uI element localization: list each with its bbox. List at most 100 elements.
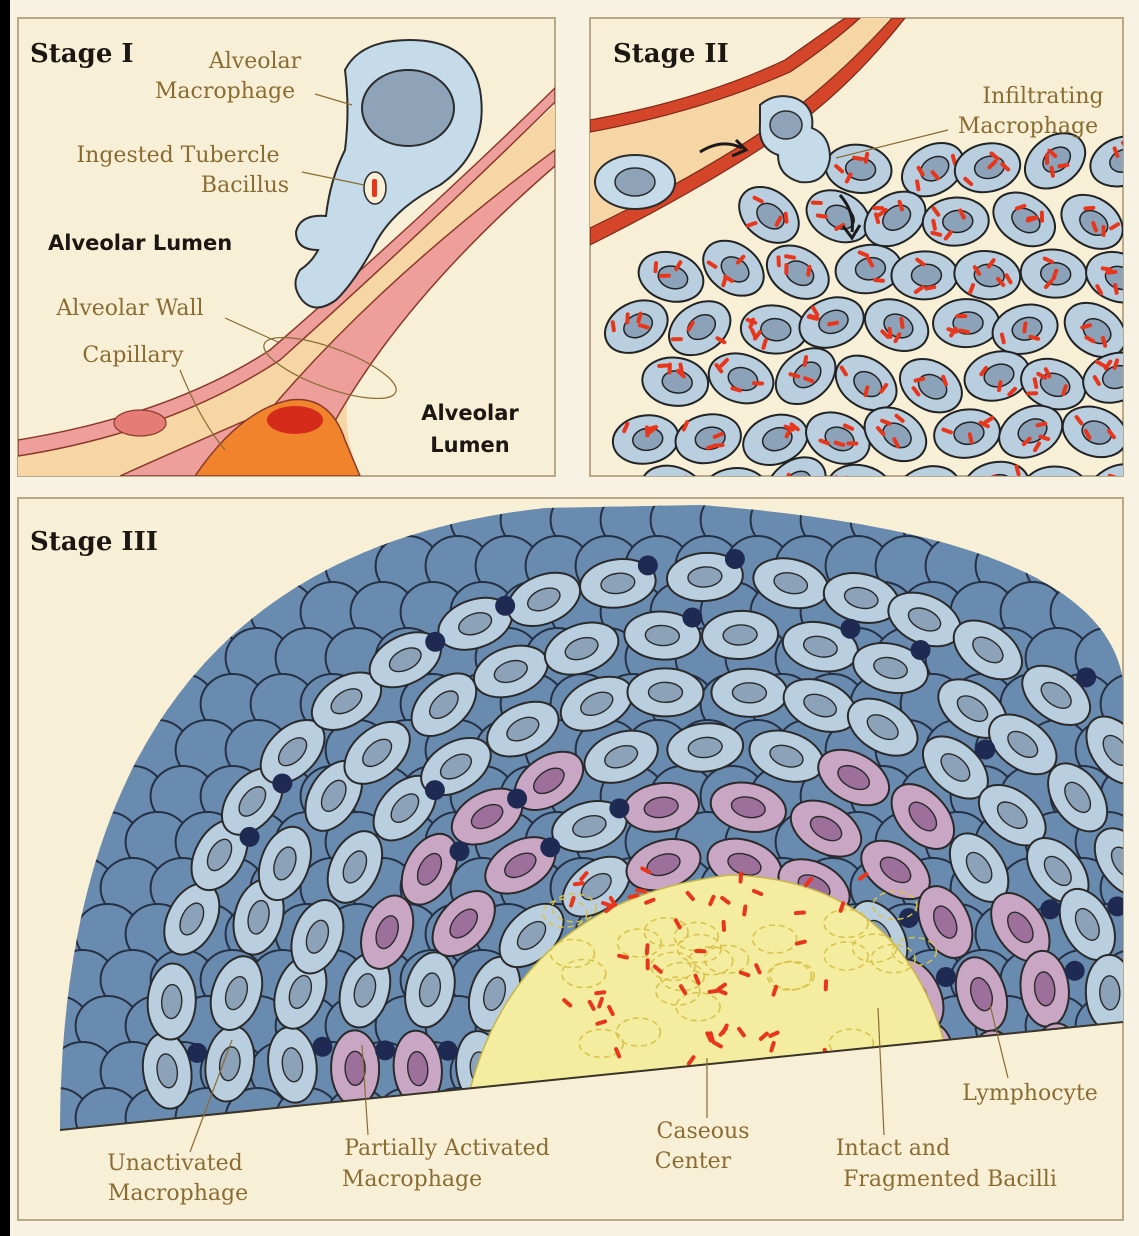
- lymphocyte: [911, 640, 931, 660]
- tubercle-bacillus: [372, 179, 377, 197]
- bacillus: [653, 261, 658, 273]
- stage-3-title: Stage III: [30, 527, 158, 557]
- lymphocyte: [1107, 896, 1127, 916]
- lymphocyte: [187, 1043, 207, 1063]
- bacillus: [1126, 163, 1137, 175]
- ingested-bacillus-label-line2: Bacillus: [201, 173, 289, 198]
- lymphocyte-label: Lymphocyte: [962, 1081, 1098, 1106]
- lymphocyte: [507, 789, 527, 809]
- bacillus: [769, 478, 780, 490]
- bacillus: [731, 483, 736, 495]
- bacillus: [794, 910, 806, 915]
- bacilli-label-line1: Intact and: [836, 1136, 950, 1161]
- left-border: [0, 0, 10, 1236]
- lymphocyte: [450, 841, 470, 861]
- lymphocyte: [840, 619, 860, 639]
- bacillus: [1040, 211, 1044, 223]
- lymphocyte: [936, 967, 956, 987]
- bacillus: [1026, 391, 1038, 395]
- bacillus: [792, 479, 803, 491]
- bacillus: [843, 489, 856, 498]
- capillary-label: Capillary: [82, 343, 184, 368]
- partially-activated-label-line1: Partially Activated: [344, 1136, 550, 1161]
- bacillus: [810, 490, 823, 497]
- caseous-center-label-line1: Caseous: [657, 1119, 750, 1144]
- infiltrating-macrophage-label-line2: Macrophage: [958, 114, 1098, 139]
- bacillus: [1045, 153, 1049, 165]
- stage-1-panel: Stage I Alveolar Macrophage Ingested Tub…: [18, 18, 555, 476]
- bacillus: [721, 920, 726, 932]
- partially-activated-label-line2: Macrophage: [342, 1167, 482, 1192]
- macrophage-nucleus: [648, 682, 682, 702]
- bacillus: [1130, 275, 1135, 287]
- bacillus: [1130, 498, 1139, 508]
- lymphocyte: [1040, 899, 1060, 919]
- bacillus: [982, 483, 995, 491]
- unactivated-macrophage-label-line1: Unactivated: [107, 1151, 243, 1176]
- lymphocyte: [438, 1041, 458, 1061]
- bacillus: [1102, 225, 1106, 237]
- lymphocyte: [1076, 667, 1096, 687]
- lymphocyte: [725, 549, 745, 569]
- lymphocyte: [609, 798, 629, 818]
- bacillus: [694, 949, 706, 954]
- alveolar-macrophage-label-line1: Alveolar: [208, 49, 302, 74]
- red-blood-cell: [267, 406, 323, 434]
- bacillus: [738, 871, 743, 883]
- bacillus: [646, 958, 650, 970]
- lymphocyte: [495, 596, 515, 616]
- bacillus: [712, 443, 724, 448]
- lymphocyte: [682, 608, 702, 628]
- alveolar-lumen-label-bottom-line1: Alveolar: [421, 401, 519, 425]
- unactivated-macrophage-label-line2: Macrophage: [108, 1181, 248, 1206]
- circulating-macrophage-nucleus: [615, 168, 655, 196]
- bacillus: [752, 381, 764, 385]
- lymphocyte: [312, 1037, 332, 1057]
- alveolar-lumen-label-bottom-line2: Lumen: [430, 433, 509, 457]
- bacillus: [1133, 173, 1139, 180]
- bacillus: [717, 486, 729, 496]
- bacillus: [811, 201, 823, 206]
- caseous-center-label-line2: Center: [655, 1149, 732, 1174]
- lymphocyte: [375, 1040, 395, 1060]
- lymphocyte: [638, 555, 658, 575]
- alveolar-wall-label: Alveolar Wall: [55, 296, 203, 321]
- alveolar-lumen-label-top: Alveolar Lumen: [48, 231, 232, 255]
- bacillus: [776, 255, 781, 267]
- bacillus: [784, 263, 788, 275]
- bacillus: [1101, 476, 1108, 489]
- endothelial-nucleus: [114, 410, 166, 436]
- bacillus: [846, 442, 858, 446]
- bacillus: [824, 979, 829, 991]
- lymphocyte: [272, 773, 292, 793]
- bacillus: [671, 337, 683, 341]
- bacillus: [657, 363, 669, 368]
- lymphocyte: [425, 632, 445, 652]
- stage-2-panel: Stage II Infiltrating Macrophage: [590, 18, 1139, 528]
- macrophage-nucleus: [1099, 976, 1120, 1010]
- infiltrating-macrophage-label-line1: Infiltrating: [982, 84, 1103, 109]
- bacillus: [955, 314, 967, 318]
- infected-macrophage-nucleus: [911, 264, 941, 287]
- ingested-bacillus-label-line1: Ingested Tubercle: [76, 143, 279, 168]
- lymphocyte: [540, 837, 560, 857]
- lymphocyte: [425, 780, 445, 800]
- stage-3-panel: Stage III Unactivated Macrophage Partial…: [18, 490, 1139, 1220]
- bacillus: [1135, 163, 1139, 176]
- bacillus: [670, 476, 682, 485]
- bacillus: [659, 274, 671, 278]
- stage-1-title: Stage I: [30, 39, 134, 69]
- lymphocyte: [240, 827, 260, 847]
- bacillus: [922, 479, 935, 487]
- bacilli-label-line2: Fragmented Bacilli: [843, 1167, 1057, 1192]
- bacillus: [876, 483, 888, 493]
- bacillus: [872, 206, 884, 210]
- macrophage-nucleus: [362, 70, 454, 146]
- macrophage-nucleus: [732, 682, 766, 703]
- bacillus: [625, 312, 630, 324]
- lymphocyte: [1065, 961, 1085, 981]
- infiltrating-macrophage-nucleus: [770, 111, 802, 139]
- alveolar-macrophage-label-line2: Macrophage: [155, 79, 295, 104]
- lymphocyte: [975, 739, 995, 759]
